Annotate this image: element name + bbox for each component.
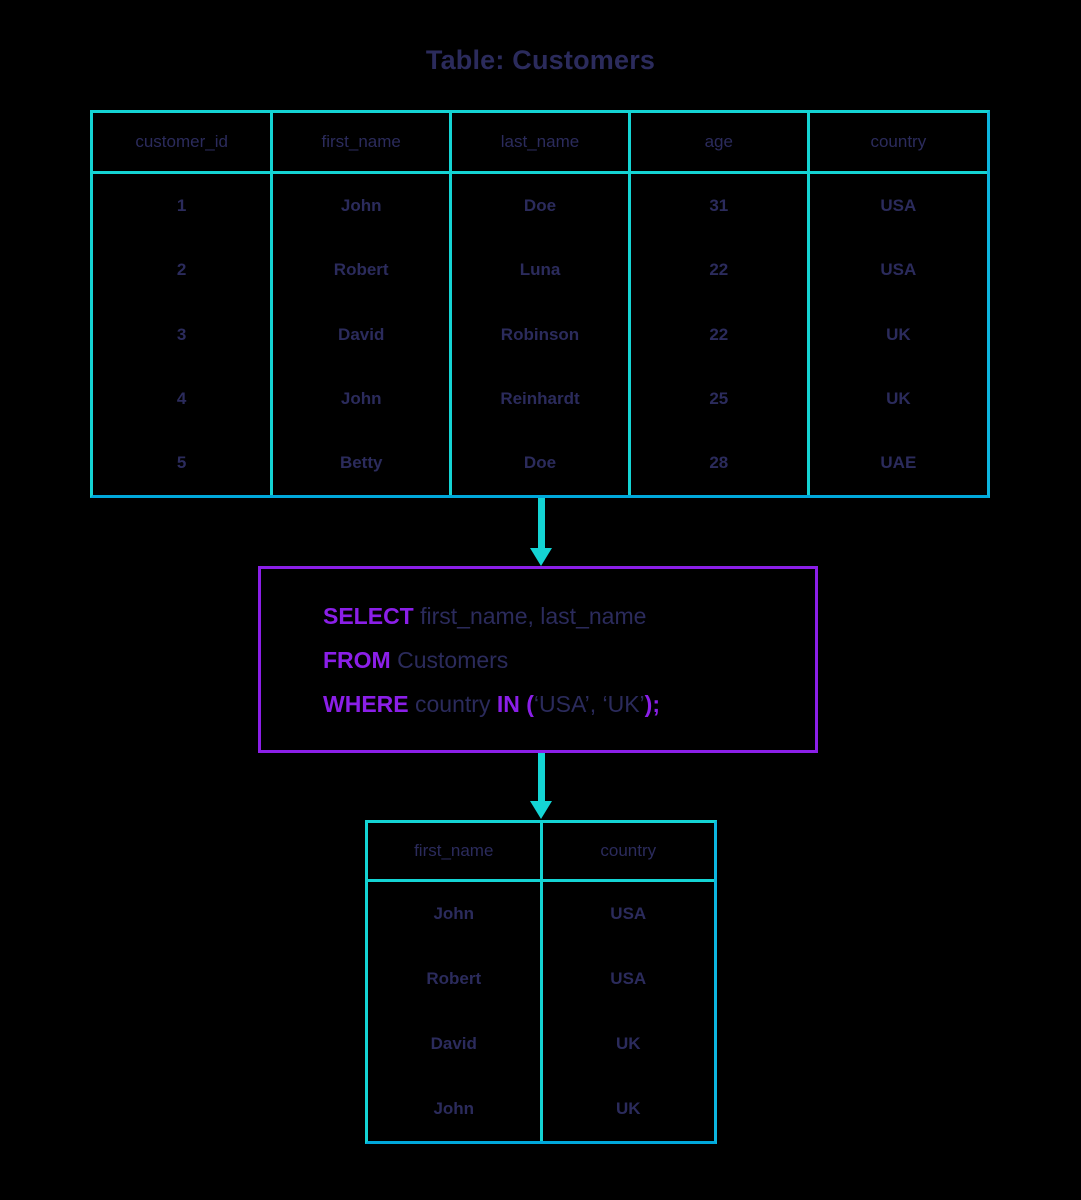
sql-keyword-in: IN <box>496 690 520 717</box>
cell-age: 25 <box>627 366 809 431</box>
arrow-query-to-result-icon <box>530 753 552 820</box>
result-cell-first-name: David <box>430 1033 477 1053</box>
cell-last-name: Luna <box>449 238 630 303</box>
sql-keyword-where: WHERE <box>323 690 409 717</box>
cell-age: 22 <box>627 302 809 367</box>
result-column-header-first-name: first_name <box>368 823 541 882</box>
sql-keyword-select: SELECT <box>323 602 414 629</box>
cell-last-name: Reinhardt <box>449 366 630 431</box>
cell-age: 31 <box>627 172 809 239</box>
cell-first-name: David <box>270 302 451 367</box>
cell-first-name: John <box>270 366 451 431</box>
cell-first-name: Robert <box>270 238 451 303</box>
arrow-shaft <box>538 753 545 803</box>
cell-country: UK <box>806 302 987 367</box>
sql-select-columns: first_name, last_name <box>413 602 647 629</box>
cell-last-name: Robinson <box>449 302 630 367</box>
page-title: Table: Customers <box>425 45 656 75</box>
result-cell-country: USA <box>539 880 714 947</box>
cell-first-name: John <box>270 172 451 239</box>
cell-age: 22 <box>627 238 809 303</box>
table-row: 1 John Doe 31 USA <box>93 172 987 239</box>
cell-country: UK <box>806 366 987 431</box>
result-header-row: first_name country <box>368 823 714 882</box>
column-header-age: age <box>627 113 809 174</box>
sql-open-paren: ( <box>519 690 534 717</box>
table-row: David UK <box>368 1011 714 1077</box>
customers-grid: customer_id first_name last_name age cou… <box>93 113 987 495</box>
table-row: John UK <box>368 1076 714 1141</box>
result-cell-country: UK <box>539 1076 714 1141</box>
table-row: 3 David Robinson 22 UK <box>93 302 987 367</box>
arrow-table-to-query-icon <box>530 498 552 566</box>
sql-line-from: FROM Customers <box>323 638 815 682</box>
result-grid: first_name country John USA Robert USA D… <box>368 823 714 1141</box>
sql-in-values: ‘USA’, ‘UK’ <box>533 690 645 717</box>
cell-customer-id: 4 <box>176 388 187 408</box>
sql-keyword-from: FROM <box>323 646 391 673</box>
result-cell-country: USA <box>539 946 714 1012</box>
cell-last-name: Doe <box>449 172 630 239</box>
table-header-row: customer_id first_name last_name age cou… <box>93 113 987 174</box>
arrow-head <box>530 801 552 819</box>
cell-customer-id: 1 <box>176 196 187 216</box>
cell-customer-id: 5 <box>176 452 187 472</box>
sql-query-box: SELECT first_name, last_name FROM Custom… <box>258 566 818 753</box>
arrow-shaft <box>538 498 545 550</box>
result-column-header-country: country <box>539 823 714 882</box>
column-header-customer-id: customer_id <box>93 113 272 174</box>
result-cell-country: UK <box>539 1011 714 1077</box>
table-row: 5 Betty Doe 28 UAE <box>93 430 987 495</box>
cell-customer-id: 2 <box>176 260 187 280</box>
column-header-country: country <box>806 113 987 174</box>
customers-table: customer_id first_name last_name age cou… <box>90 110 990 498</box>
sql-where-column: country <box>408 690 497 717</box>
cell-age: 28 <box>627 430 809 495</box>
result-cell-first-name: John <box>433 1098 475 1118</box>
table-row: John USA <box>368 880 714 947</box>
result-cell-first-name: Robert <box>426 969 482 989</box>
sql-from-table: Customers <box>390 646 509 673</box>
column-header-first-name: first_name <box>270 113 451 174</box>
sql-close-paren-semicolon: ); <box>644 690 660 717</box>
cell-country: UAE <box>806 430 987 495</box>
cell-customer-id: 3 <box>176 324 187 344</box>
result-table: first_name country John USA Robert USA D… <box>365 820 717 1144</box>
table-row: Robert USA <box>368 946 714 1012</box>
sql-line-where: WHERE country IN (‘USA’, ‘UK’); <box>323 682 815 726</box>
column-header-last-name: last_name <box>449 113 630 174</box>
table-row: 4 John Reinhardt 25 UK <box>93 366 987 431</box>
cell-country: USA <box>806 172 987 239</box>
cell-first-name: Betty <box>270 430 451 495</box>
arrow-head <box>530 548 552 566</box>
cell-country: USA <box>806 238 987 303</box>
sql-line-select: SELECT first_name, last_name <box>323 594 815 638</box>
cell-last-name: Doe <box>449 430 630 495</box>
table-row: 2 Robert Luna 22 USA <box>93 238 987 303</box>
result-cell-first-name: John <box>433 904 475 924</box>
